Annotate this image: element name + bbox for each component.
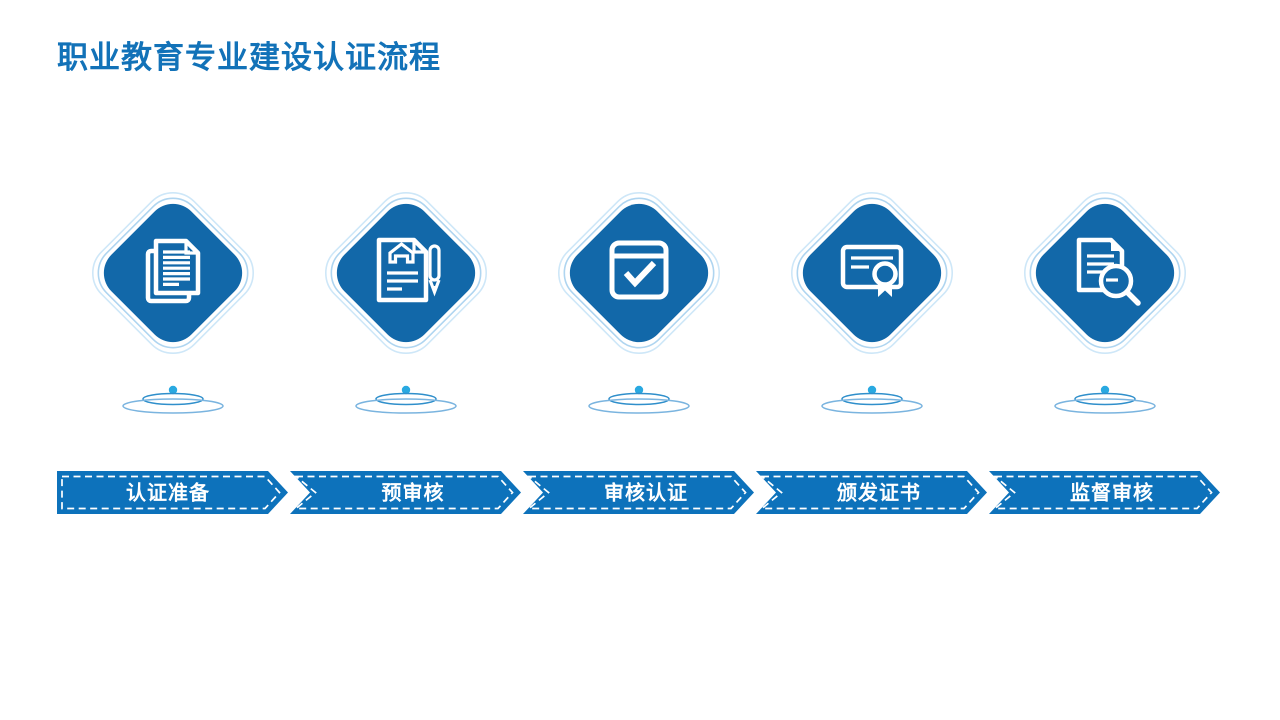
stage-node-1 <box>56 176 290 416</box>
ripple-outer <box>1054 398 1156 414</box>
stage-node-2 <box>289 176 523 416</box>
inner-ring <box>330 197 482 349</box>
stage-node-5 <box>988 176 1222 416</box>
stage-banner-label: 审核认证 <box>604 481 688 505</box>
banner-dashed-border <box>61 475 281 510</box>
stage-banner-3: 审核认证 <box>523 471 757 514</box>
ripple-outer <box>588 398 690 414</box>
outer-ring <box>91 191 255 355</box>
banner-arrow-shape <box>523 471 754 514</box>
stem-dot <box>401 385 411 395</box>
banner-dashed-border <box>759 475 980 510</box>
stage-banner-label: 监督审核 <box>1070 481 1154 505</box>
outer-ring <box>324 191 488 355</box>
banner-arrow-shape <box>290 471 521 514</box>
stage-banner-4: 颁发证书 <box>756 471 990 514</box>
inner-ring <box>1029 197 1181 349</box>
stage-node-4 <box>755 176 989 416</box>
stem-dot <box>168 385 178 395</box>
banner-dashed-border <box>293 475 514 510</box>
ripple-outer <box>122 398 224 414</box>
ripple-inner <box>375 392 437 406</box>
stem-dot <box>634 385 644 395</box>
diamond-shape <box>802 203 942 343</box>
banner-dashed-border <box>526 475 747 510</box>
page-title: 职业教育专业建设认证流程 <box>57 40 441 75</box>
ripple-inner <box>142 392 204 406</box>
ripple-outer <box>355 398 457 414</box>
banner-arrow-shape <box>989 471 1220 514</box>
stage-banner-1: 认证准备 <box>57 471 291 514</box>
inner-ring <box>97 197 249 349</box>
diamond-shape <box>569 203 709 343</box>
ripple-inner <box>608 392 670 406</box>
banner-arrow-shape <box>57 471 288 514</box>
ripple-outer <box>821 398 923 414</box>
stage-banner-5: 监督审核 <box>989 471 1223 514</box>
stage-banner-2: 预审核 <box>290 471 524 514</box>
ripple-inner <box>841 392 903 406</box>
stage-node-3 <box>522 176 756 416</box>
certificate-icon <box>840 244 904 297</box>
stage-banner-label: 颁发证书 <box>837 481 921 505</box>
stage-banner-label: 认证准备 <box>126 481 210 505</box>
stem-dot <box>867 385 877 395</box>
outer-ring <box>1023 191 1187 355</box>
outer-ring <box>557 191 721 355</box>
calendar-check-icon <box>609 240 669 300</box>
banner-dashed-border <box>992 475 1213 510</box>
contract-signing-icon <box>376 237 441 303</box>
ripple-inner <box>1074 392 1136 406</box>
stage-banner-label: 预审核 <box>382 481 445 505</box>
documents-icon <box>145 238 201 304</box>
document-search-icon <box>1076 237 1141 306</box>
stem-dot <box>1100 385 1110 395</box>
inner-ring <box>796 197 948 349</box>
banner-arrow-shape <box>756 471 987 514</box>
outer-ring <box>790 191 954 355</box>
inner-ring <box>563 197 715 349</box>
